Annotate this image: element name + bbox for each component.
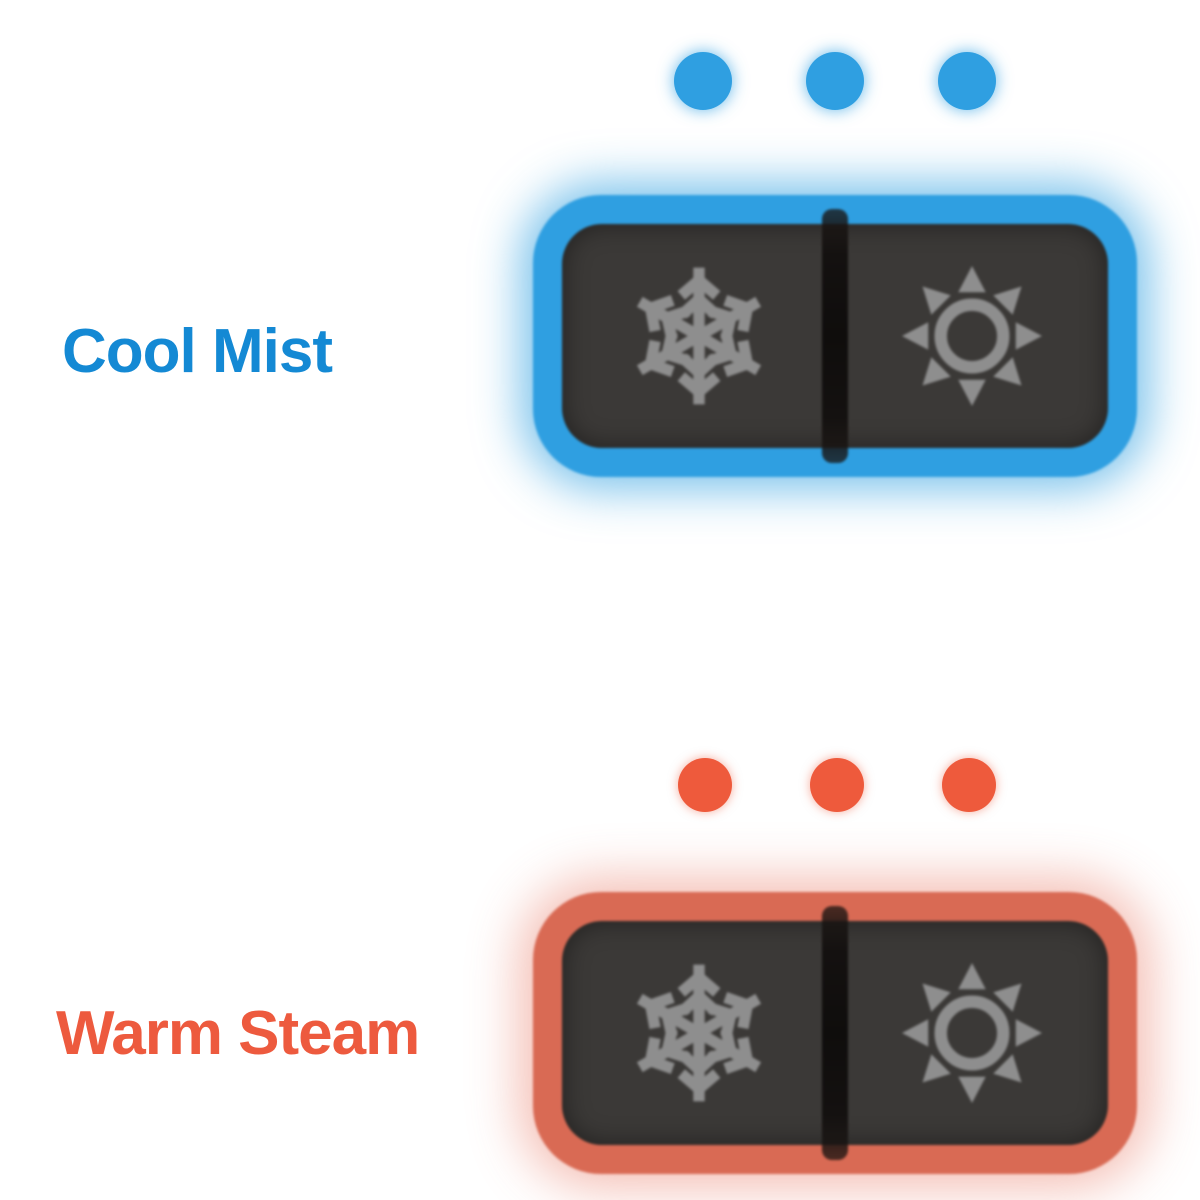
cool-mode-side xyxy=(562,224,835,448)
cool-mist-label: Cool Mist xyxy=(62,317,333,386)
indicator-dot xyxy=(806,52,864,110)
indicator-dot xyxy=(674,52,732,110)
indicator-dot xyxy=(938,52,996,110)
switch-divider xyxy=(822,209,848,463)
warm-steam-indicator-dots xyxy=(678,758,996,812)
indicator-dot xyxy=(942,758,996,812)
warm-steam-mode-switch xyxy=(533,892,1137,1174)
snowflake-icon xyxy=(623,260,775,412)
warm-steam-label: Warm Steam xyxy=(56,999,420,1068)
cool-mist-mode-switch xyxy=(533,195,1137,477)
sun-icon xyxy=(897,261,1047,411)
cool-mist-indicator-dots xyxy=(674,52,996,110)
snowflake-icon xyxy=(623,957,775,1109)
cool-mode-side xyxy=(562,921,835,1145)
indicator-dot xyxy=(678,758,732,812)
indicator-dot xyxy=(810,758,864,812)
warm-mode-side xyxy=(835,921,1108,1145)
warm-mode-side xyxy=(835,224,1108,448)
switch-divider xyxy=(822,906,848,1160)
sun-icon xyxy=(897,958,1047,1108)
